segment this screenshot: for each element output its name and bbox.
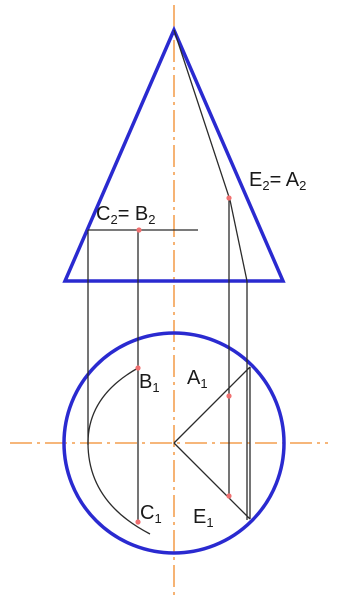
point-c1: [135, 519, 141, 525]
center-axes: [10, 5, 328, 600]
label-c2-b2: C2= B2: [96, 203, 156, 227]
label-a1: A1: [187, 367, 208, 391]
point-b1: [135, 365, 141, 371]
point-e1: [226, 493, 232, 499]
construction-lines: [87, 29, 251, 535]
front-section-line: [173, 29, 248, 282]
label-e2-a2: E2= A2: [249, 169, 306, 193]
label-e1: E1: [193, 506, 214, 530]
point-a2: [226, 195, 232, 201]
point-a1: [226, 393, 232, 399]
top-section-arc: [87, 367, 151, 535]
label-c1: C1: [140, 502, 162, 526]
label-b1: B1: [139, 371, 160, 395]
cone-front-view: [62, 25, 286, 283]
construction-points: [135, 195, 232, 525]
point-b2: [136, 227, 142, 233]
top-section-line-upper: [173, 366, 251, 444]
cone-top-view-circle: [62, 331, 286, 555]
top-section-line-lower: [173, 442, 251, 520]
